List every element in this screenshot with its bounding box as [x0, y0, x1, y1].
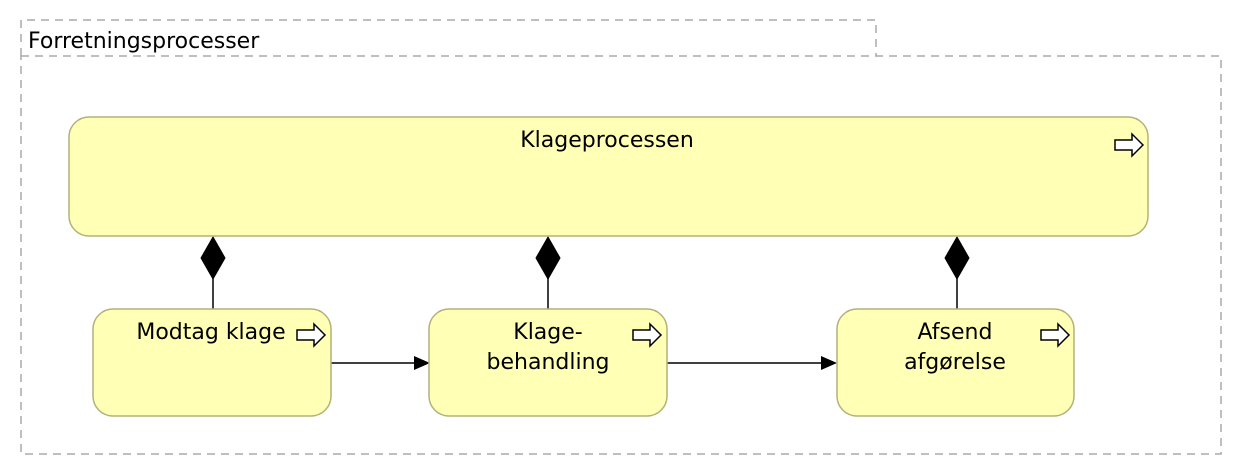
process-klagebehandling[interactable]: Klage- behandling [428, 308, 668, 417]
composition-connector-3[interactable] [944, 235, 970, 309]
process-arrow-icon [1040, 322, 1071, 348]
composition-diamond-icon [200, 235, 226, 281]
triggering-arrowhead-icon [414, 356, 430, 370]
process-box [68, 116, 1149, 237]
process-arrow-icon [632, 322, 663, 348]
process-label: Modtag klage [136, 320, 285, 345]
group-forretningsprocesser[interactable]: Forretningsprocesser [20, 19, 1222, 455]
process-klageprocessen[interactable]: Klageprocessen [68, 116, 1149, 237]
triggering-arrowhead-icon [821, 356, 837, 370]
process-box [428, 308, 668, 417]
process-label-line1: Afsend [918, 320, 993, 345]
process-label: Klageprocessen [520, 128, 694, 153]
process-label-line2: behandling [487, 350, 610, 375]
composition-diamond-icon [944, 235, 970, 281]
composition-connector-2[interactable] [535, 235, 561, 309]
process-arrow-icon [296, 322, 327, 348]
process-label-line2: afgørelse [904, 350, 1006, 375]
process-box [836, 308, 1075, 417]
process-modtag-klage[interactable]: Modtag klage [92, 308, 332, 417]
group-tab-border [20, 19, 877, 56]
triggering-connector-1[interactable] [331, 356, 430, 370]
group-body-border [20, 55, 1222, 455]
composition-connector-1[interactable] [200, 235, 226, 309]
group-title: Forretningsprocesser [28, 29, 260, 54]
triggering-connector-2[interactable] [667, 356, 837, 370]
process-arrow-icon [1114, 132, 1145, 158]
process-label-line1: Klage- [513, 320, 582, 345]
composition-diamond-icon [535, 235, 561, 281]
process-box [92, 308, 332, 417]
process-afsend-afgoerelse[interactable]: Afsend afgørelse [836, 308, 1075, 417]
